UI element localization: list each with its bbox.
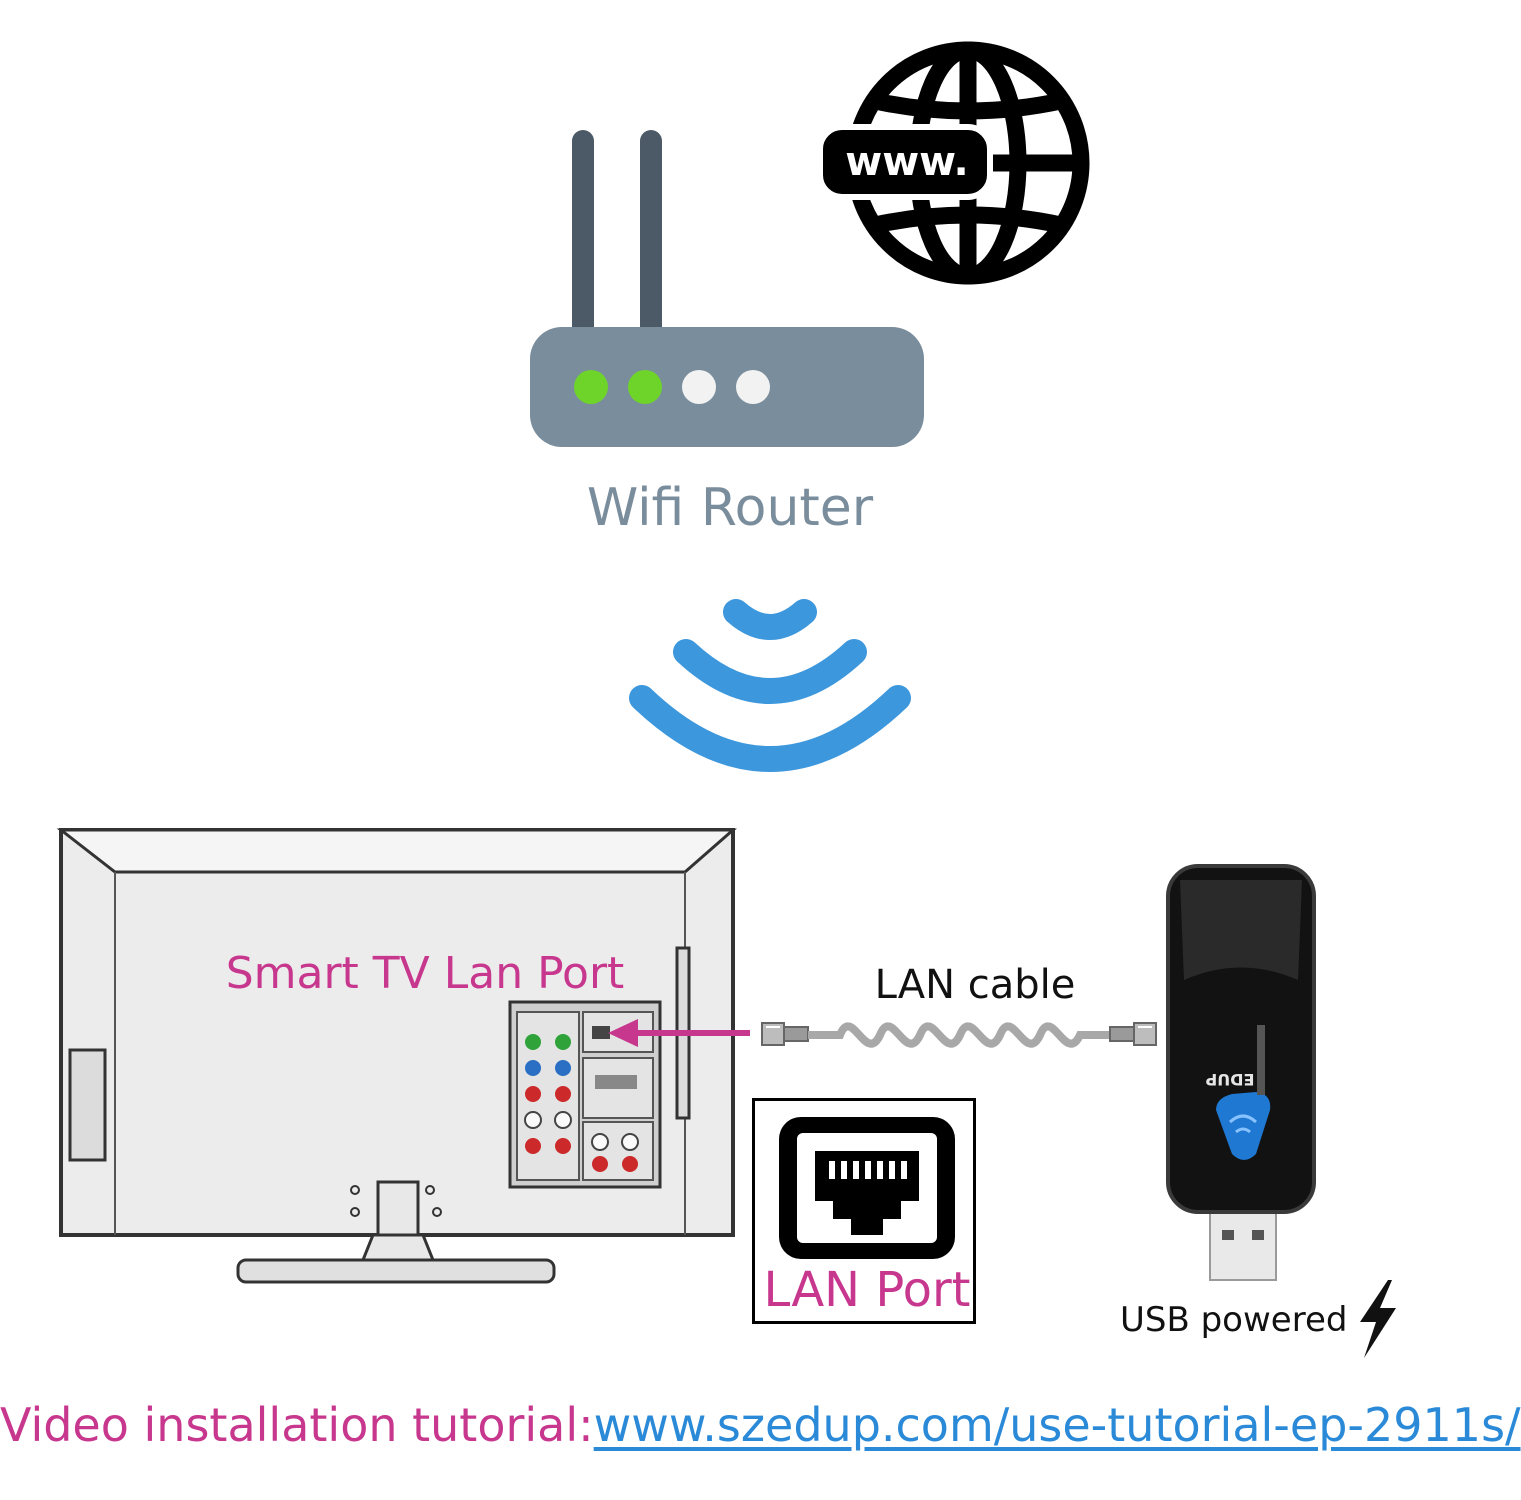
tutorial-prefix: Video installation tutorial: [0,1398,594,1452]
tutorial-line: Video installation tutorial:www.szedup.c… [0,1398,1521,1452]
lan-cable-label: LAN cable [874,962,1076,1008]
adapter-brand-text: EDUP [1205,1070,1255,1089]
usb-wifi-adapter: EDUP [1160,860,1330,1290]
router-antenna-left [572,130,594,345]
tutorial-link[interactable]: www.szedup.com/use-tutorial-ep-2911s/ [593,1398,1521,1452]
tv-lan-port-label: Smart TV Lan Port [225,948,625,999]
wifi-router [520,120,940,460]
router-antenna-right [640,130,662,345]
lan-port-label: LAN Port [763,1262,971,1318]
lightning-bolt-icon [1352,1278,1402,1360]
globe-www-icon: www. [815,35,1105,295]
lan-port-icon [779,1117,955,1259]
usb-powered-label: USB powered [1120,1300,1348,1340]
lan-cable [590,995,1180,1075]
rj45-plug-right [1109,1022,1157,1046]
router-led-3 [682,370,716,404]
router-label: Wifi Router [586,478,874,538]
router-body [530,327,924,447]
router-led-1 [574,370,608,404]
router-led-4 [736,370,770,404]
router-led-2 [628,370,662,404]
www-badge-text: www. [845,139,969,185]
rj45-plug-left [761,1022,809,1046]
pink-arrow-icon [608,1019,750,1047]
wifi-signal-icon [620,590,920,790]
lan-port-box [752,1098,976,1324]
